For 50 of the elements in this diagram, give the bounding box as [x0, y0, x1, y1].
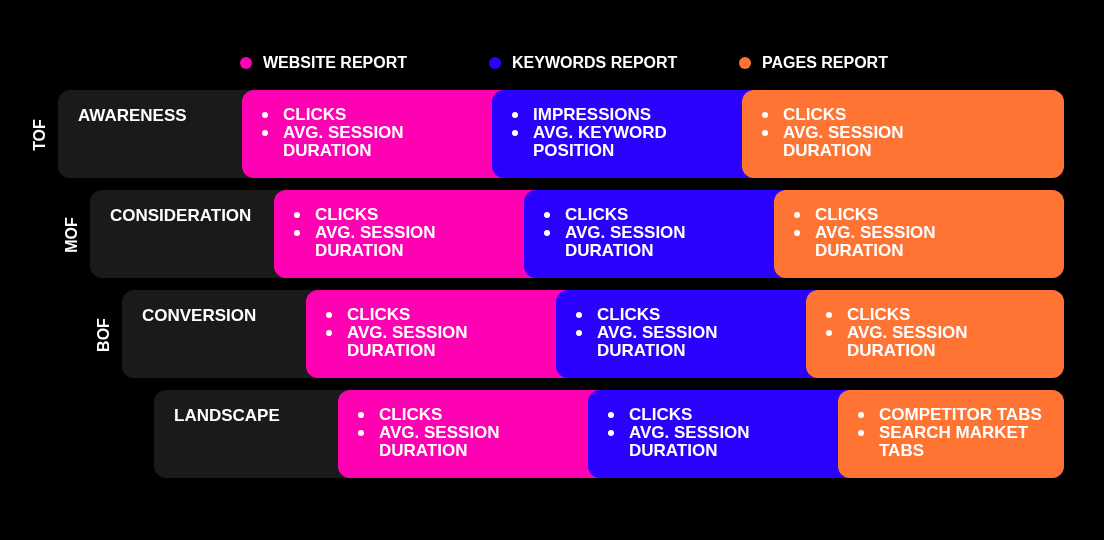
- stage-band: [90, 190, 274, 278]
- stage-label: BOF: [95, 317, 113, 354]
- metric-text: SEARCH MARKET TABS: [879, 424, 1030, 460]
- metric-text: AVG. SESSION DURATION: [347, 324, 469, 360]
- metric-text: CLICKS: [347, 306, 412, 324]
- stage-label: TOF: [31, 118, 49, 153]
- metric-card: [492, 90, 742, 178]
- metric-text: AVG. SESSION DURATION: [597, 324, 719, 360]
- stage-title: CONVERSION: [142, 306, 257, 326]
- metric-card: [588, 390, 838, 478]
- metric-card: [306, 290, 556, 378]
- legend-label: WEBSITE REPORT: [263, 54, 407, 72]
- metric-text: CLICKS: [283, 106, 348, 124]
- metric-text: CLICKS: [379, 406, 444, 424]
- metric-card: [556, 290, 806, 378]
- metric-card: [774, 190, 1064, 278]
- metric-text: AVG. SESSION DURATION: [565, 224, 687, 260]
- metric-text: AVG. SESSION DURATION: [379, 424, 501, 460]
- metric-text: CLICKS: [629, 406, 694, 424]
- metric-card: [274, 190, 524, 278]
- metric-text: CLICKS: [315, 206, 380, 224]
- stage-band: [122, 290, 306, 378]
- metric-text: AVG. SESSION DURATION: [315, 224, 437, 260]
- metric-card: [806, 290, 1064, 378]
- metric-text: AVG. SESSION DURATION: [783, 124, 905, 160]
- metric-card: [742, 90, 1064, 178]
- metric-text: AVG. KEYWORD POSITION: [533, 124, 668, 160]
- metric-text: IMPRESSIONS: [533, 106, 653, 124]
- legend-label: PAGES REPORT: [762, 54, 888, 72]
- metric-text: CLICKS: [815, 206, 880, 224]
- stage-title: CONSIDERATION: [110, 206, 252, 226]
- metric-card: [242, 90, 492, 178]
- stage-title: LANDSCAPE: [174, 406, 280, 426]
- stage-band: [58, 90, 242, 178]
- stage-label: MOF: [63, 216, 81, 255]
- stage-title: AWARENESS: [78, 106, 187, 126]
- metric-text: CLICKS: [565, 206, 630, 224]
- stage-band: [154, 390, 338, 478]
- metric-text: CLICKS: [597, 306, 662, 324]
- metric-text: CLICKS: [783, 106, 848, 124]
- metric-text: CLICKS: [847, 306, 912, 324]
- metric-card: [524, 190, 774, 278]
- legend-label: KEYWORDS REPORT: [512, 54, 678, 72]
- metric-text: AVG. SESSION DURATION: [815, 224, 937, 260]
- metric-card: [338, 390, 588, 478]
- metric-text: COMPETITOR TABS: [879, 406, 1043, 424]
- metric-text: AVG. SESSION DURATION: [847, 324, 969, 360]
- metric-card: [838, 390, 1064, 478]
- metric-text: AVG. SESSION DURATION: [629, 424, 751, 460]
- metric-text: AVG. SESSION DURATION: [283, 124, 405, 160]
